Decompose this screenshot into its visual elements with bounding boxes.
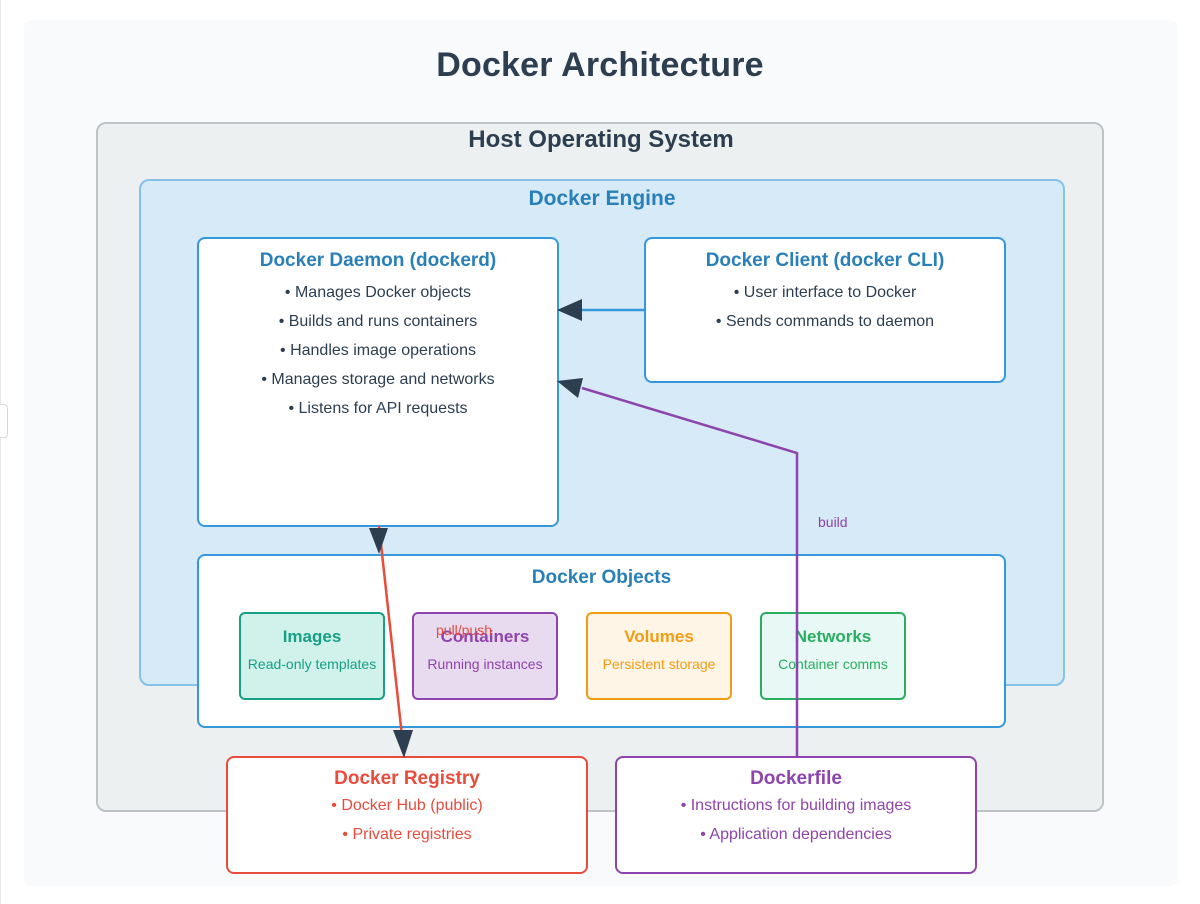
daemon-bullet: • Manages storage and networks bbox=[261, 371, 495, 388]
object-desc: Read-only templates bbox=[247, 656, 377, 672]
side-panel-handle[interactable] bbox=[0, 404, 8, 438]
daemon-bullet: • Manages Docker objects bbox=[284, 284, 472, 301]
docker-registry-box: Docker Registry • Docker Hub (public) • … bbox=[226, 756, 588, 874]
object-desc: Running instances bbox=[427, 656, 543, 672]
dockerfile-title: Dockerfile bbox=[750, 768, 842, 789]
client-bullet: • Sends commands to daemon bbox=[715, 313, 935, 330]
docker-daemon-title: Docker Daemon (dockerd) bbox=[259, 250, 497, 271]
registry-bullet: • Docker Hub (public) bbox=[331, 797, 483, 814]
daemon-bullet: • Listens for API requests bbox=[288, 400, 468, 417]
docker-objects-title: Docker Objects bbox=[531, 567, 672, 588]
object-title: Images bbox=[282, 627, 342, 646]
object-title: Networks bbox=[794, 627, 872, 646]
object-title: Containers bbox=[440, 627, 530, 646]
docker-registry-title: Docker Registry bbox=[334, 768, 480, 789]
registry-bullet: • Private registries bbox=[342, 826, 472, 843]
host-os-title: Host Operating System bbox=[468, 126, 734, 153]
dockerfile-bullet: • Application dependencies bbox=[700, 826, 892, 843]
docker-daemon-box: Docker Daemon (dockerd) • Manages Docker… bbox=[197, 237, 559, 527]
daemon-bullet: • Handles image operations bbox=[280, 342, 476, 359]
dockerfile-bullet: • Instructions for building images bbox=[680, 797, 912, 814]
docker-client-title: Docker Client (docker CLI) bbox=[705, 250, 945, 271]
docker-client-box: Docker Client (docker CLI) • User interf… bbox=[644, 237, 1006, 383]
diagram-title: Docker Architecture bbox=[436, 46, 764, 84]
left-rail bbox=[0, 0, 1, 904]
docker-registry-bullets: • Docker Hub (public) • Private registri… bbox=[228, 791, 586, 849]
object-desc: Persistent storage bbox=[602, 656, 716, 672]
object-networks: Networks Container comms bbox=[760, 612, 906, 700]
object-desc: Container comms bbox=[778, 656, 888, 672]
dockerfile-box: Dockerfile • Instructions for building i… bbox=[615, 756, 977, 874]
build-label: build bbox=[818, 514, 848, 530]
client-bullet: • User interface to Docker bbox=[733, 284, 917, 301]
dockerfile-bullets: • Instructions for building images • App… bbox=[617, 791, 975, 849]
docker-engine-title: Docker Engine bbox=[528, 187, 676, 210]
daemon-bullet: • Builds and runs containers bbox=[278, 313, 478, 330]
docker-daemon-bullets: • Manages Docker objects • Builds and ru… bbox=[199, 278, 557, 423]
object-volumes: Volumes Persistent storage bbox=[586, 612, 732, 700]
pull-push-label: pull/push bbox=[436, 622, 493, 638]
object-title: Volumes bbox=[624, 627, 694, 646]
object-images: Images Read-only templates bbox=[239, 612, 385, 700]
docker-client-bullets: • User interface to Docker • Sends comma… bbox=[646, 278, 1004, 336]
object-containers: Containers Running instances bbox=[412, 612, 558, 700]
